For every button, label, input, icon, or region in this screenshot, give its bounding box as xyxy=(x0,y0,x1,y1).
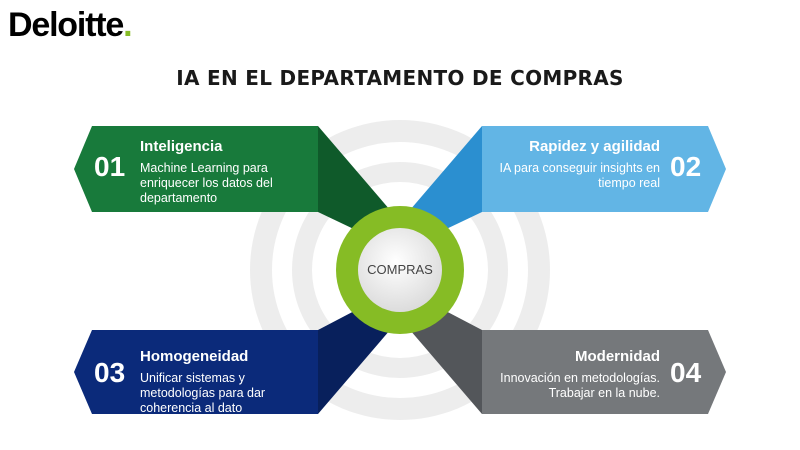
connector-04 xyxy=(410,308,482,414)
deloitte-logo: Deloitte. xyxy=(8,6,133,45)
card-04-description: Innovación en metodologías. Trabajar en … xyxy=(488,371,660,401)
card-02-shape xyxy=(482,126,726,212)
card-03-description: Unificar sistemas y metodologías para da… xyxy=(140,371,312,416)
connector-03 xyxy=(318,308,390,414)
card-03-line: metodologías para dar xyxy=(140,386,266,400)
card-02-description: IA para conseguir insights en tiempo rea… xyxy=(488,161,660,191)
card-01-line: Machine Learning para xyxy=(140,161,268,175)
connector-01 xyxy=(318,126,390,232)
logo-wordmark: Deloitte xyxy=(8,6,124,44)
card-04-heading: Modernidad xyxy=(575,348,660,365)
card-02-number: 02 xyxy=(670,151,702,182)
card-04-line: Trabajar en la nube. xyxy=(548,386,660,400)
card-03-line: Unificar sistemas y xyxy=(140,371,245,385)
page-title: IA EN EL DEPARTAMENTO DE COMPRAS xyxy=(176,66,624,90)
card-02-line: tiempo real xyxy=(598,176,660,190)
card-03-shape xyxy=(74,330,318,414)
connector-02 xyxy=(410,126,482,232)
card-02-line: IA para conseguir insights en xyxy=(499,161,660,175)
card-03-number: 03 xyxy=(94,357,126,388)
card-01-description: Machine Learning para enriquecer los dat… xyxy=(140,161,312,206)
card-04-number: 04 xyxy=(670,357,702,388)
card-01-line: departamento xyxy=(140,191,218,205)
card-04-line: Innovación en metodologías. xyxy=(500,371,660,385)
card-02-heading: Rapidez y agilidad xyxy=(529,138,660,155)
card-01-number: 01 xyxy=(94,151,126,182)
card-04-shape xyxy=(482,330,726,414)
hub-label: COMPRAS xyxy=(367,262,433,277)
logo-dot: . xyxy=(123,6,132,44)
card-03-heading: Homogeneidad xyxy=(140,348,249,365)
card-03-line: coherencia al dato xyxy=(140,401,243,415)
card-01-line: enriquecer los datos del xyxy=(140,176,273,190)
card-01-shape xyxy=(74,126,318,212)
card-01-heading: Inteligencia xyxy=(140,138,223,155)
hub-core xyxy=(358,228,442,312)
